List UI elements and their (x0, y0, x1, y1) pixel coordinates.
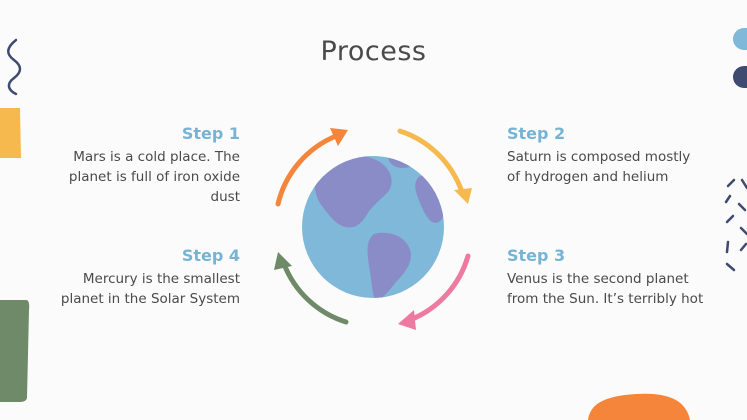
green-blob-decoration (0, 300, 30, 402)
squiggle-decoration (7, 38, 22, 96)
step-1-description: Mars is a cold place. The planet is full… (68, 149, 240, 205)
yellow-blob-decoration (0, 108, 21, 158)
arrow-step-4-to-1 (274, 252, 349, 325)
step-4-heading: Step 4 (181, 246, 240, 265)
step-1-heading: Step 1 (181, 124, 240, 143)
step-2-block: Step 2 Saturn is composed mostly of hydr… (507, 124, 707, 187)
arrow-step-2-to-3 (397, 128, 472, 204)
orange-blob-decoration (588, 393, 690, 420)
step-1-block: Step 1 Mars is a cold place. The planet … (40, 124, 240, 207)
step-3-block: Step 3 Venus is the second planet from t… (507, 246, 707, 309)
step-3-heading: Step 3 (507, 246, 566, 265)
page-title: Process (320, 36, 427, 67)
dashes-decoration (724, 178, 747, 272)
step-2-description: Saturn is composed mostly of hydrogen an… (507, 149, 691, 185)
arrow-step-3-to-4 (398, 253, 471, 330)
blue-pill-decoration (733, 28, 747, 50)
north-america-land (314, 156, 392, 228)
step-4-block: Step 4 Mercury is the smallest planet in… (40, 246, 240, 309)
step-2-heading: Step 2 (507, 124, 566, 143)
navy-pill-decoration (733, 66, 747, 88)
globe-icon (302, 156, 444, 298)
step-4-description: Mercury is the smallest planet in the So… (60, 271, 240, 307)
step-3-description: Venus is the second planet from the Sun.… (507, 271, 704, 307)
arrow-step-1-to-2 (275, 128, 348, 207)
south-america-land (367, 232, 411, 298)
